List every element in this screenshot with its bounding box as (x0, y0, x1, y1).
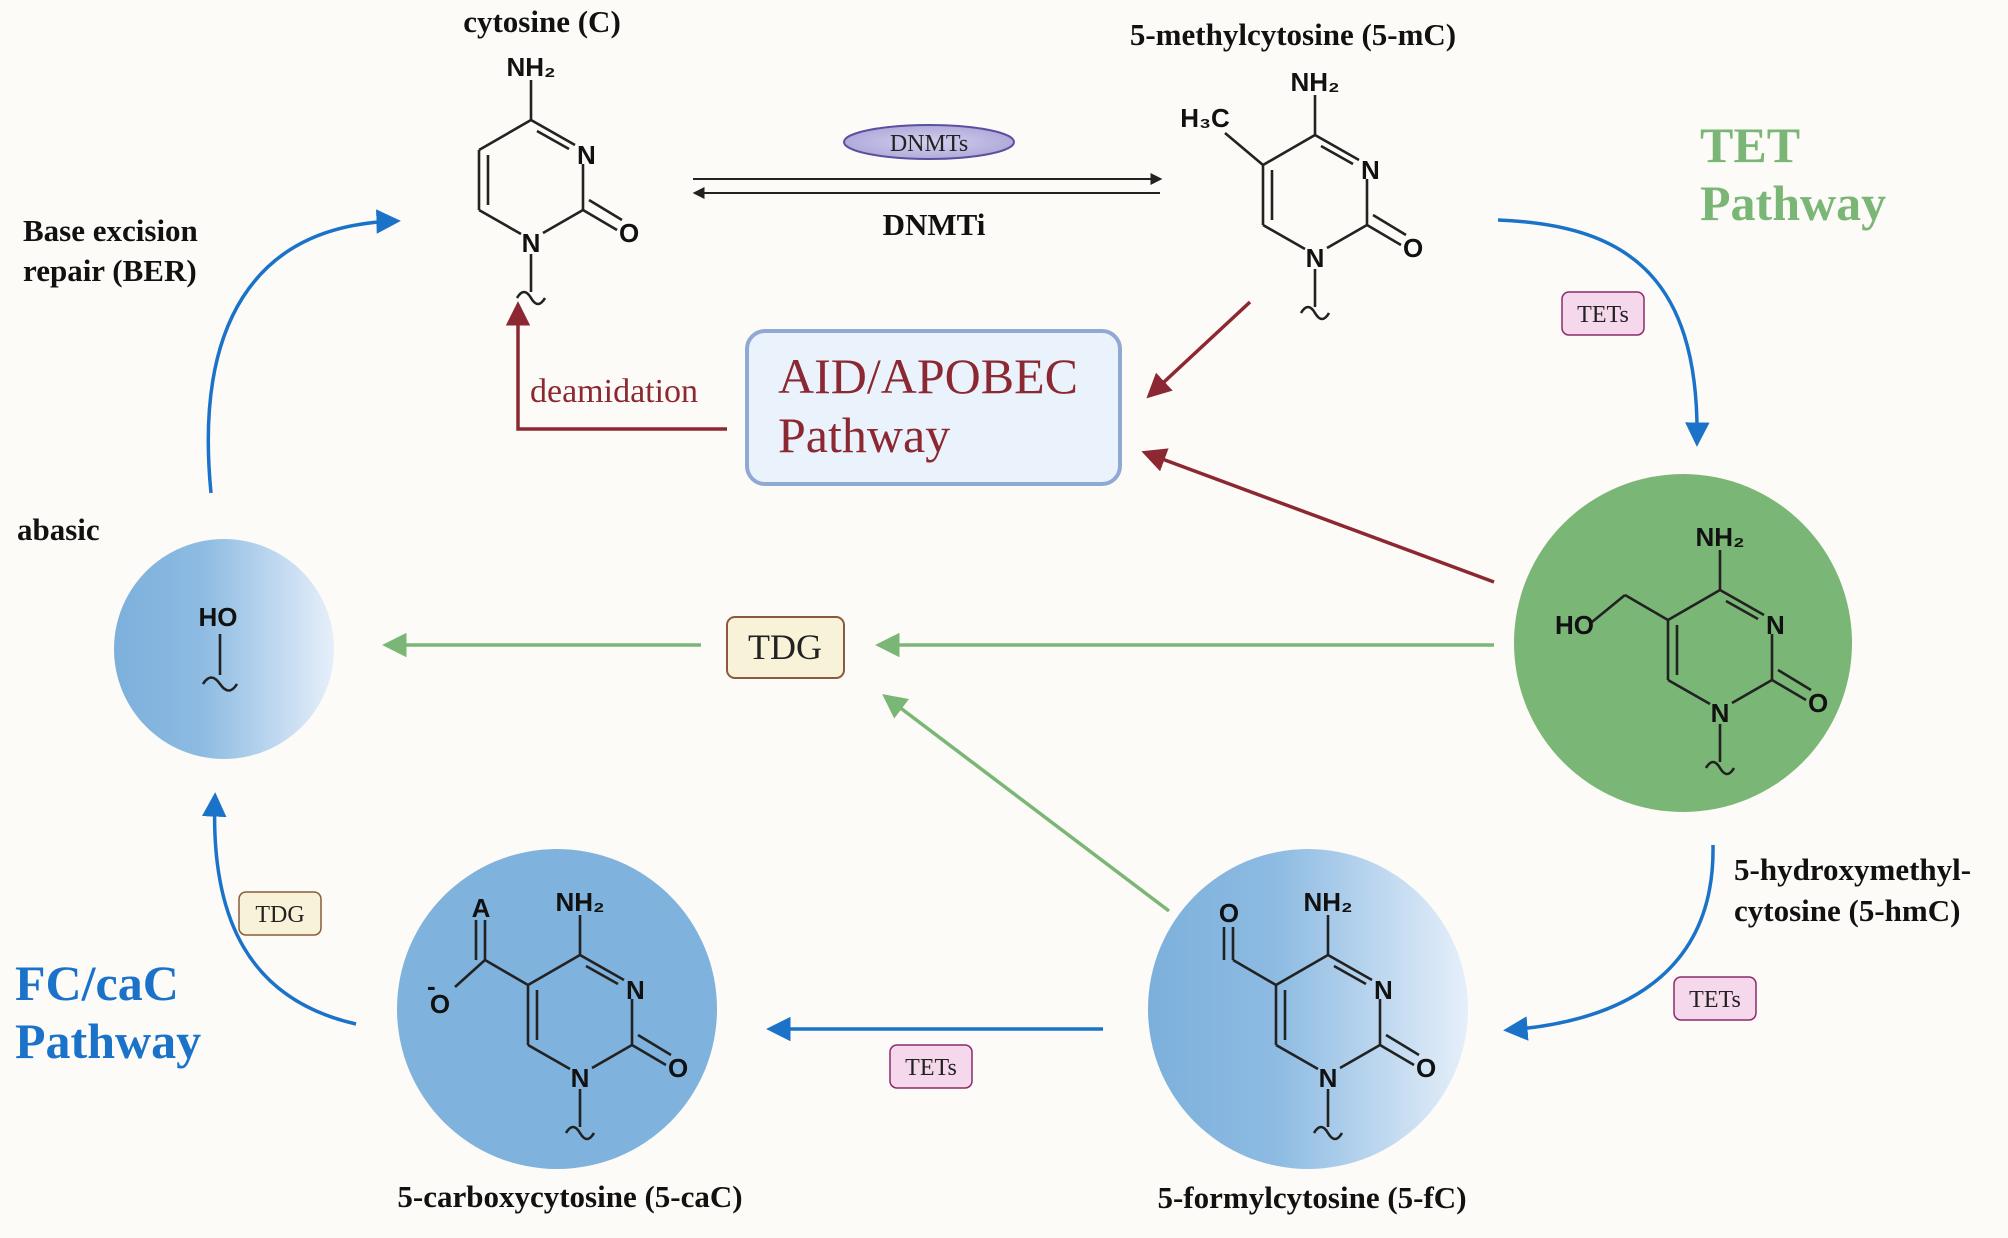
cytosine-molecule: cytosine (C) NH₂ N N O (463, 4, 639, 306)
atom-n3: N (626, 975, 645, 1005)
svg-text:TDG: TDG (748, 627, 822, 667)
deamidation-arrow (505, 301, 727, 431)
svg-text:TETs: TETs (905, 1055, 957, 1081)
atom-n3: N (1361, 155, 1380, 185)
tdg-badge-small: TDG (238, 891, 322, 936)
hydroxymethylcytosine-molecule: HO NH₂ N N O 5-hydroxymethyl- cytosine (… (1514, 474, 1971, 928)
atom-nh2: NH₂ (555, 887, 604, 917)
tet-arrow-2 (1503, 844, 1715, 1041)
dnmti-label: DNMTi (883, 207, 986, 242)
atom-n1: N (1306, 243, 1325, 273)
aid-apobec-title: AID/APOBEC (778, 348, 1078, 404)
formylcytosine-molecule: O NH₂ N N O 5-formylcytosine (5-fC) (1148, 849, 1468, 1215)
atom-ho: HO (199, 602, 238, 632)
atom-n1: N (522, 228, 541, 258)
atom-n3: N (1374, 975, 1393, 1005)
atom-carboxyl-o: O (430, 989, 450, 1019)
tet-pathway-subtitle: Pathway (1700, 175, 1886, 231)
atom-n1: N (1711, 698, 1730, 728)
atom-nh2: NH₂ (1303, 887, 1352, 917)
atom-n1: N (571, 1063, 590, 1093)
hmc-label-line1: 5-hydroxymethyl- (1734, 852, 1971, 887)
atom-methyl: H₃C (1180, 103, 1230, 133)
mc-to-aid-arrow (1146, 300, 1252, 399)
atom-o: O (619, 218, 639, 248)
methylcytosine-label: 5-methylcytosine (5-mC) (1130, 17, 1456, 52)
aid-apobec-subtitle: Pathway (778, 407, 950, 463)
dnmts-label: DNMTs (890, 131, 968, 157)
tet-arrow-1 (1497, 218, 1710, 447)
cac-label: 5-carboxycytosine (5-caC) (397, 1179, 742, 1214)
ber-label-line2: repair (BER) (23, 253, 197, 288)
hmc-label-line2: cytosine (5-hmC) (1734, 893, 1960, 928)
atom-nh2: NH₂ (1695, 522, 1744, 552)
deamidation-label: deamidation (530, 373, 698, 410)
methylcytosine-molecule: 5-methylcytosine (5-mC) H₃C NH₂ N N O (1130, 17, 1456, 321)
dnmts-ellipse (843, 124, 1015, 160)
carboxycytosine-molecule: A O - NH₂ N N O 5-carboxycytosine (5-caC… (397, 849, 743, 1214)
atom-o: O (668, 1053, 688, 1083)
aid-apobec-box (745, 329, 1122, 486)
cac-to-abasic-arrow (201, 792, 357, 1026)
atom-o: O (1403, 233, 1423, 263)
svg-text:TDG: TDG (255, 902, 304, 928)
tets-badge-1: TETs (1561, 291, 1645, 336)
ber-label-line1: Base excision (23, 213, 198, 248)
fc-label: 5-formylcytosine (5-fC) (1157, 1180, 1466, 1215)
atom-n3: N (1766, 610, 1785, 640)
atom-formyl-o: O (1219, 898, 1239, 928)
fccac-pathway-subtitle: Pathway (15, 1013, 201, 1069)
atom-nh2: NH₂ (506, 52, 555, 82)
svg-text:TETs: TETs (1689, 987, 1741, 1013)
abasic-site: abasic HO (17, 512, 334, 759)
atom-o: O (1808, 688, 1828, 718)
abasic-label: abasic (17, 512, 100, 547)
hmc-to-aid-arrow (1141, 448, 1495, 584)
cytosine-label: cytosine (C) (463, 4, 621, 39)
atom-charge: - (427, 971, 436, 1001)
atom-o: O (1416, 1053, 1436, 1083)
hmc-circle (1514, 474, 1852, 812)
tdg-badge-main: TDG (726, 616, 845, 679)
atom-carboxyl-top: A (472, 893, 491, 923)
svg-text:TETs: TETs (1577, 302, 1629, 328)
fc-to-tdg-arrow (882, 694, 1171, 913)
tets-badge-2: TETs (1673, 976, 1757, 1021)
atom-nh2: NH₂ (1290, 67, 1339, 97)
atom-n1: N (1319, 1063, 1338, 1093)
fc-circle (1148, 849, 1468, 1169)
tet-pathway-title: TET (1700, 117, 1800, 173)
fccac-pathway-title: FC/caC (15, 955, 179, 1011)
atom-n3: N (577, 140, 596, 170)
ber-arrow (206, 209, 401, 494)
atom-hydroxyl: HO (1555, 610, 1594, 640)
abasic-circle (114, 539, 334, 759)
tets-badge-3: TETs (889, 1044, 973, 1089)
